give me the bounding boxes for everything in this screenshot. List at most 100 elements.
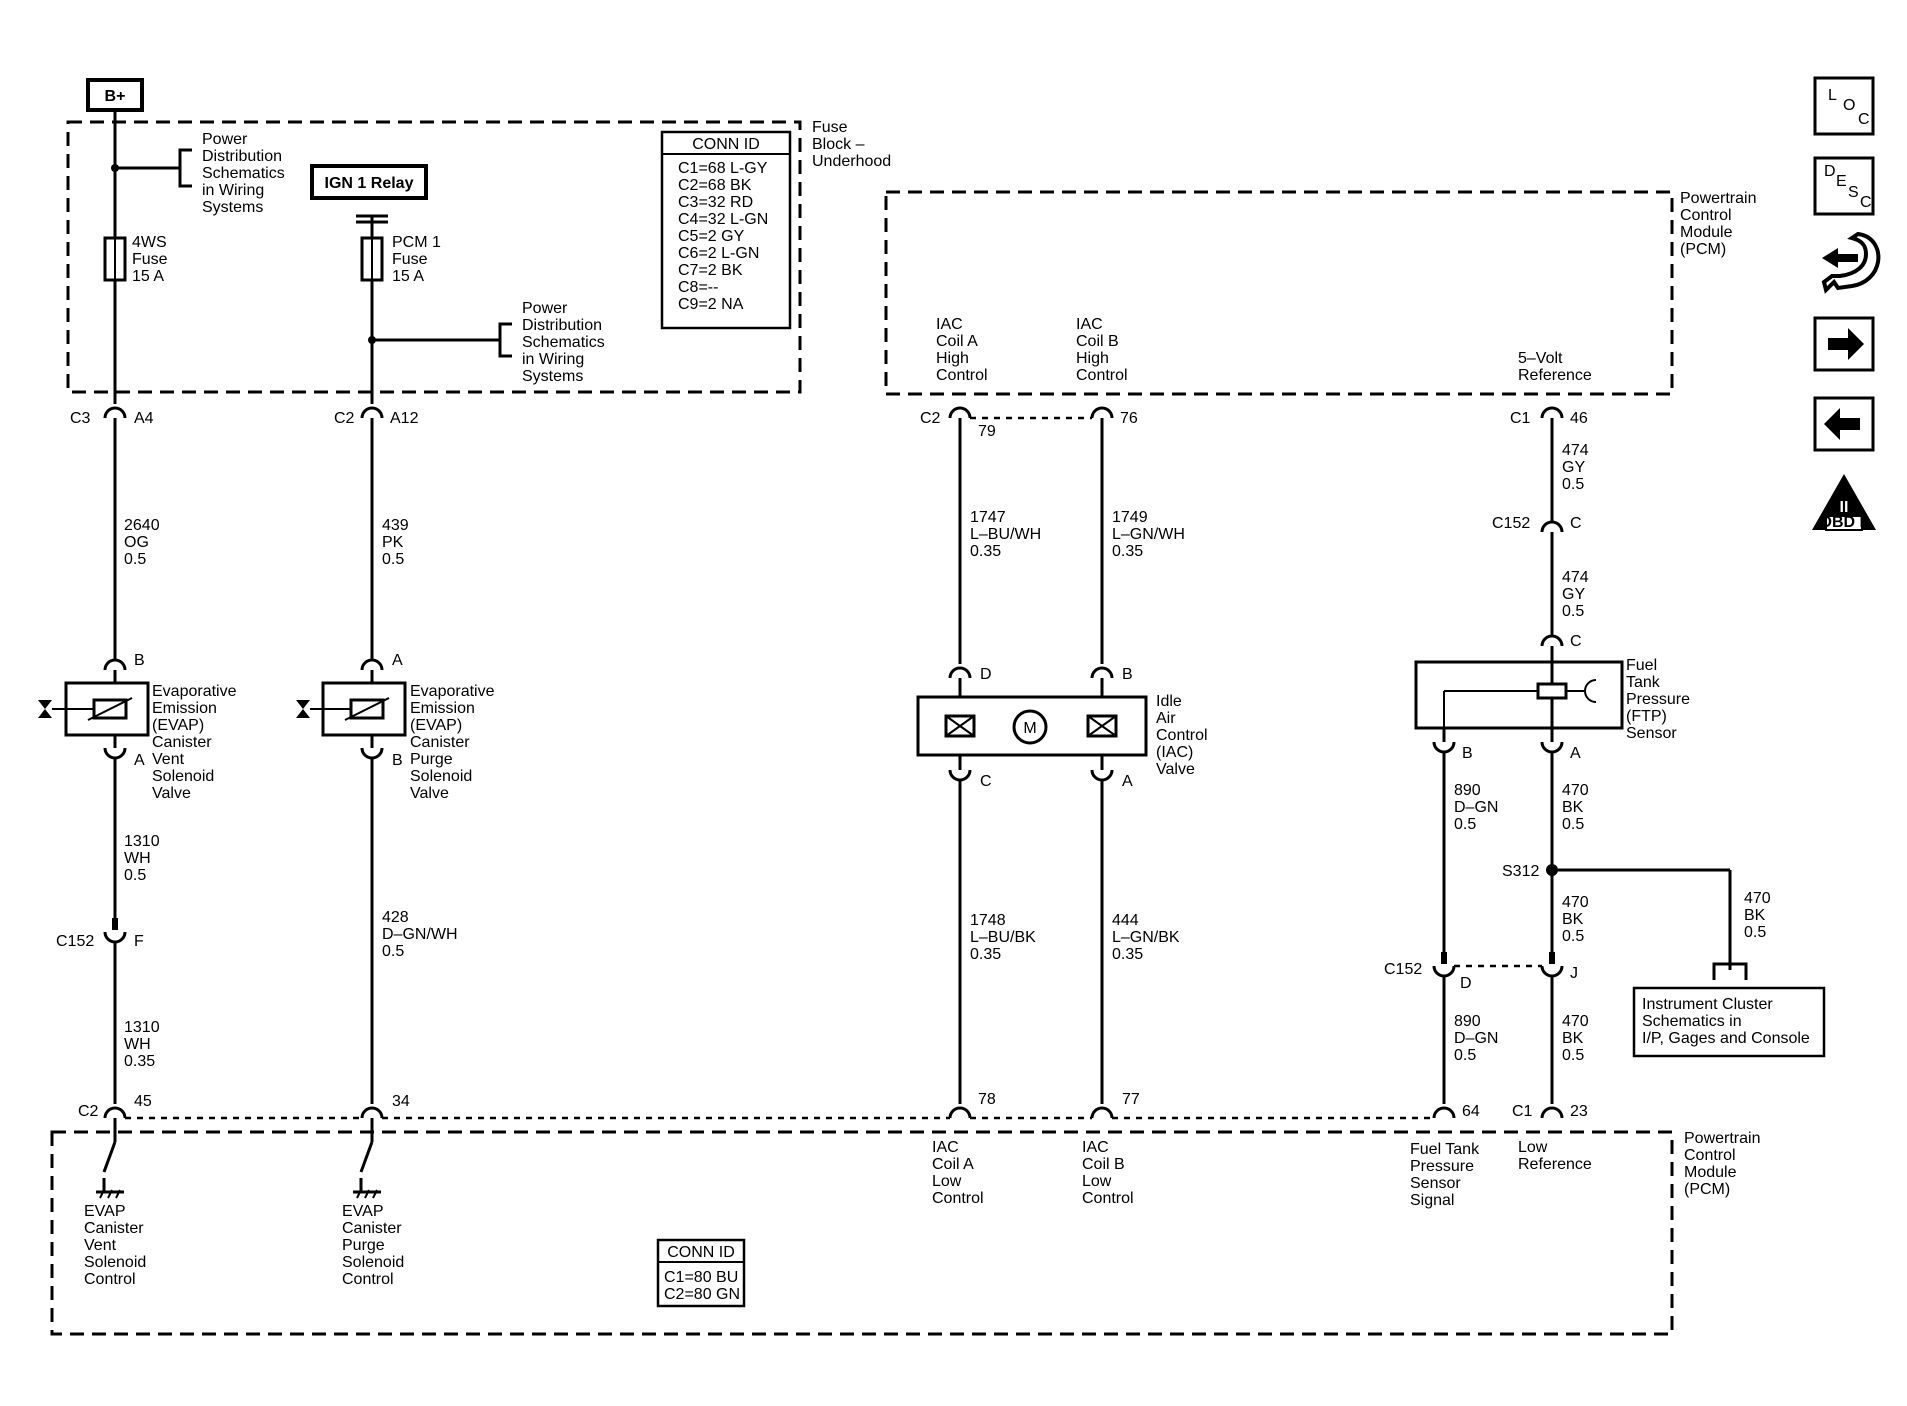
pcm-top-title: Powertrain Control Module (PCM)	[1680, 190, 1761, 258]
svg-text:CONN ID: CONN ID	[692, 136, 760, 153]
svg-text:E: E	[1836, 173, 1847, 190]
svg-text:A: A	[1122, 773, 1133, 790]
svg-text:34: 34	[392, 1093, 410, 1110]
svg-text:B: B	[1122, 666, 1133, 683]
svg-text:C152: C152	[56, 933, 94, 950]
svg-text:64: 64	[1462, 1103, 1480, 1120]
iac-valve-box	[916, 695, 1148, 757]
ftp-sensor-box	[1414, 660, 1624, 730]
nav-next-button[interactable]	[1813, 316, 1875, 372]
svg-text:46: 46	[1570, 410, 1588, 427]
conn-id-table-top: CONN ID C1=68 L-GY C2=68 BK C3=32 RD C4=…	[660, 130, 792, 330]
nav-prev-button[interactable]	[1813, 396, 1875, 452]
svg-text:C152: C152	[1384, 961, 1422, 978]
arrow-left-icon	[1824, 408, 1860, 440]
ign1-relay-box	[310, 164, 428, 200]
svg-text:23: 23	[1570, 1103, 1588, 1120]
svg-text:B: B	[1462, 745, 1473, 762]
svg-text:C3: C3	[70, 410, 91, 427]
svg-text:D: D	[1460, 975, 1472, 992]
vent-valve-icon	[38, 700, 52, 718]
fuse-4ws-label: 4WS Fuse 15 A	[132, 234, 172, 285]
svg-text:O: O	[1843, 97, 1855, 114]
svg-text:C1: C1	[1510, 410, 1531, 427]
power-distribution-ref-a: Power Distribution Schematics in Wiring …	[202, 131, 289, 216]
pcm-bottom-outline	[50, 1130, 1674, 1336]
instrument-cluster-ref	[1632, 986, 1826, 1058]
fuse-block-title: Fuse Block – Underhood	[812, 119, 891, 170]
svg-text:76: 76	[1120, 410, 1138, 427]
pcm-bottom-title: Powertrain Control Module (PCM)	[1684, 1130, 1765, 1198]
svg-text:A4: A4	[134, 410, 154, 427]
svg-text:C: C	[1858, 111, 1870, 128]
svg-text:C2: C2	[78, 1103, 99, 1120]
svg-text:A: A	[392, 652, 403, 669]
svg-text:79: 79	[978, 423, 996, 440]
pcm-top-outline	[884, 190, 1674, 396]
svg-text:C: C	[1860, 194, 1872, 211]
svg-text:S312: S312	[1502, 863, 1539, 880]
svg-text:S: S	[1848, 184, 1859, 201]
svg-text:C1: C1	[1512, 1103, 1533, 1120]
svg-text:D: D	[1824, 163, 1836, 180]
svg-text:II: II	[1840, 499, 1849, 516]
svg-text:C1=68 L-GY C2=68 BK: C1=68 L-GY C2=68 BK C3=32 RD C4=32 L-GN …	[678, 160, 773, 313]
svg-text:F: F	[134, 933, 144, 950]
obd-ii-icon[interactable]: OBD II II	[1812, 474, 1876, 531]
svg-text:C: C	[1570, 633, 1582, 650]
svg-text:45: 45	[134, 1093, 152, 1110]
svg-text:J: J	[1570, 965, 1578, 982]
fuse-pcm1-label: PCM 1 Fuse 15 A	[392, 234, 445, 285]
svg-text:C2: C2	[334, 410, 355, 427]
svg-text:D: D	[980, 666, 992, 683]
svg-text:C2: C2	[920, 410, 941, 427]
svg-text:L: L	[1828, 87, 1837, 104]
svg-text:C: C	[1570, 515, 1582, 532]
power-distribution-ref-b: Power Distribution Schematics in Wiring …	[522, 300, 609, 385]
svg-text:77: 77	[1122, 1091, 1140, 1108]
diagnostic-tools-icon[interactable]	[1821, 231, 1881, 294]
svg-text:M: M	[1023, 720, 1036, 737]
iac-coil-b-high-label: IAC Coil B High Control	[1076, 316, 1128, 384]
svg-text:B: B	[392, 752, 403, 769]
iac-coil-a-high-label: IAC Coil A High Control	[936, 316, 988, 384]
ign1-relay-label: IGN 1 Relay	[325, 175, 414, 192]
nav-desc-button[interactable]: D E S C	[1813, 156, 1875, 216]
purge-valve-icon	[296, 700, 310, 718]
svg-text:A: A	[1570, 745, 1581, 762]
arrow-right-icon	[1828, 328, 1864, 360]
battery-label: B+	[105, 88, 126, 105]
five-volt-reference-label: 5–Volt Reference	[1518, 350, 1592, 384]
nav-loc-button[interactable]: L O C	[1813, 76, 1875, 136]
